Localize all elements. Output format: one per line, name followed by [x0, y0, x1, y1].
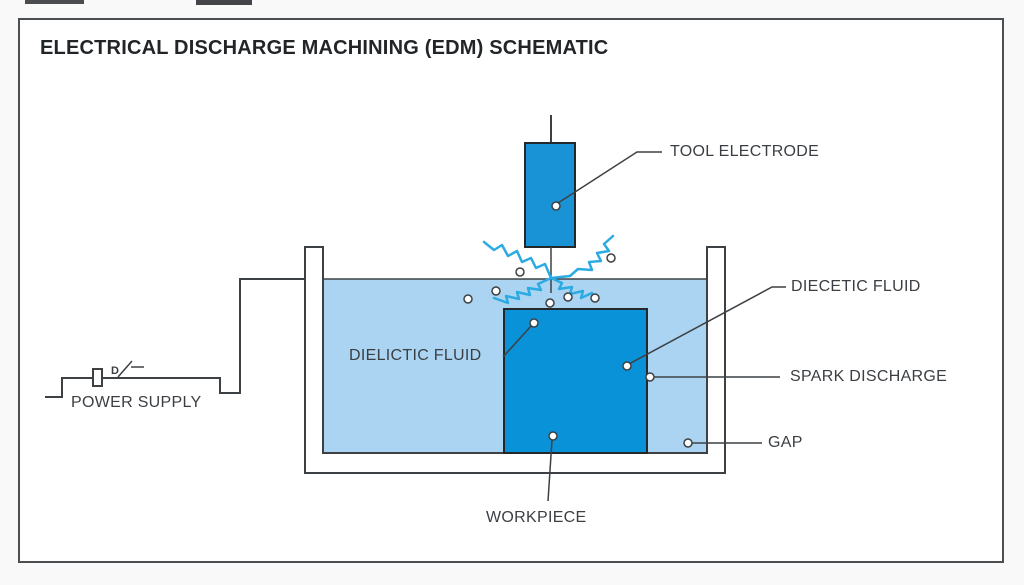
- top-edge-artifact: [25, 0, 84, 4]
- leader-line-workpiece: [547, 439, 553, 502]
- tool-electrode-shape: [524, 142, 576, 248]
- leader-dot: [551, 201, 561, 211]
- leader-dot: [683, 438, 693, 448]
- bubble-icon: [563, 292, 573, 302]
- dielectric-fluid-left-label: DIELICTIC FLUID: [349, 347, 482, 364]
- spark-discharge-icon: [482, 234, 615, 305]
- power-polarity-icon: D: [111, 360, 144, 379]
- leader-line-dielectric-left: [502, 324, 533, 358]
- debris-bubbles: [463, 253, 616, 308]
- bubble-icon: [463, 294, 473, 304]
- leader-dot: [645, 372, 655, 382]
- workpiece-shape: [503, 308, 648, 454]
- workpiece-label: WORKPIECE: [486, 509, 587, 526]
- leader-line-tool-electrode: [557, 151, 662, 204]
- power-supply-wire: [45, 278, 305, 398]
- power-supply-label: POWER SUPPLY: [71, 394, 202, 411]
- gap-label: GAP: [768, 434, 803, 451]
- svg-text:D: D: [111, 365, 119, 377]
- tool-electrode-label: TOOL ELECTRODE: [670, 143, 820, 160]
- dielectric-fluid-right-label: DIECETIC FLUID: [791, 278, 921, 295]
- bubble-icon: [590, 293, 600, 303]
- power-supply-component-icon: [92, 368, 103, 387]
- bubble-icon: [515, 267, 525, 277]
- leader-line-dielectric-right: [628, 286, 786, 365]
- bubble-icon: [545, 298, 555, 308]
- leader-dot: [529, 318, 539, 328]
- tank-shape: [304, 246, 726, 474]
- leader-dot: [622, 361, 632, 371]
- leader-lines: [502, 151, 786, 502]
- page-title: ELECTRICAL DISCHARGE MACHINING (EDM) SCH…: [40, 37, 609, 59]
- top-edge-artifact: [196, 0, 252, 5]
- spark-discharge-label: SPARK DISCHARGE: [790, 368, 948, 385]
- bubble-icon: [491, 286, 501, 296]
- leader-dot: [548, 431, 558, 441]
- bubble-icon: [606, 253, 616, 263]
